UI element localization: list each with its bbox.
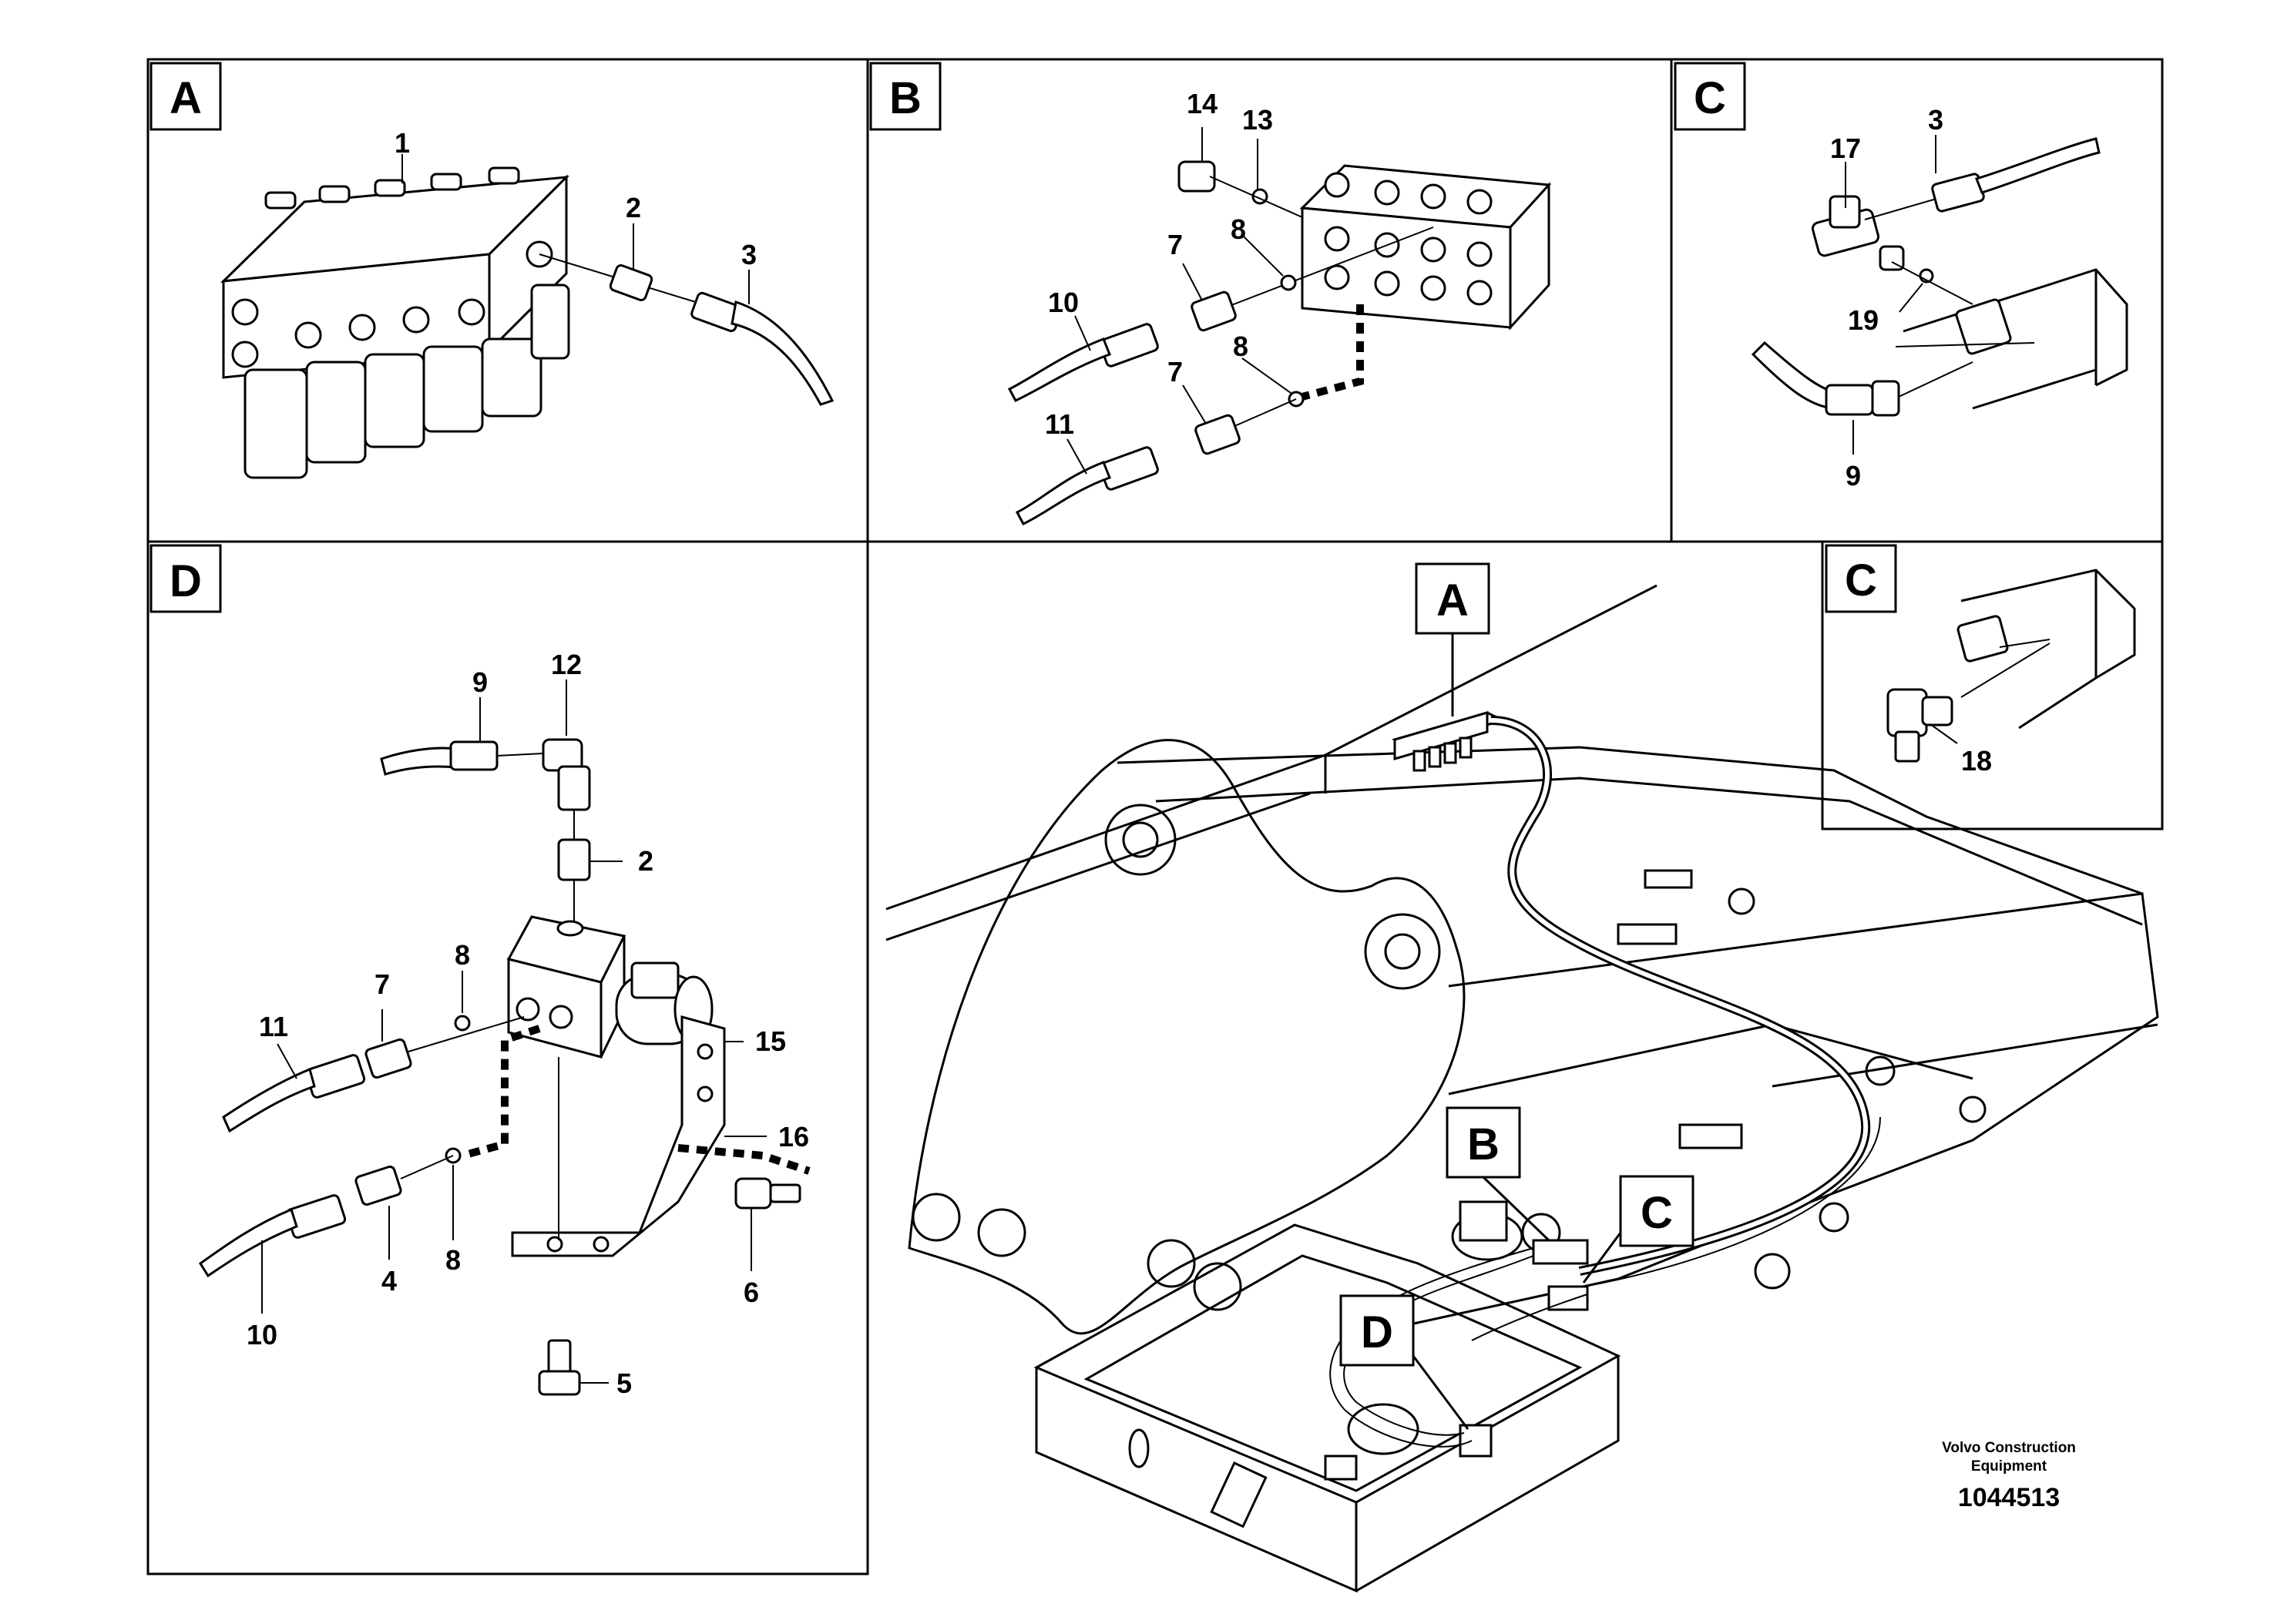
callout-a-3: 3 xyxy=(741,239,757,270)
callout-d-6: 6 xyxy=(744,1277,759,1308)
callout-b-11: 11 xyxy=(1045,408,1074,440)
callout-b-13: 13 xyxy=(1242,104,1273,136)
callout-d-8a: 8 xyxy=(455,939,470,971)
svg-text:B: B xyxy=(1467,1119,1500,1169)
overview-frame xyxy=(885,584,2159,1593)
callout-d-15: 15 xyxy=(755,1025,786,1057)
callout-a-2: 2 xyxy=(626,192,641,223)
callout-d-11: 11 xyxy=(259,1011,288,1042)
panel-c-top: C 17 3 19 9 xyxy=(1674,62,2128,492)
panel-d-letter: D xyxy=(170,556,202,606)
callout-c-19: 19 xyxy=(1848,304,1879,336)
overview-label-d: D xyxy=(1339,1294,1469,1430)
callout-d-16: 16 xyxy=(778,1121,809,1153)
callout-d-9: 9 xyxy=(472,666,488,698)
callout-b-14: 14 xyxy=(1187,88,1218,119)
panel-d: D 9 12 2 15 8 7 xyxy=(149,544,811,1399)
callout-b-7a: 7 xyxy=(1167,229,1183,260)
panel-b-letter: B xyxy=(889,73,922,123)
callout-c-3: 3 xyxy=(1928,104,1943,136)
panel-a-letter: A xyxy=(170,73,202,123)
overview-label-c: C xyxy=(1582,1175,1694,1283)
panel-c-top-letter: C xyxy=(1694,73,1726,123)
panel-c-inset: C 18 xyxy=(1825,544,2136,777)
callout-d-2: 2 xyxy=(638,845,653,877)
callout-d-10: 10 xyxy=(247,1319,277,1351)
callout-b-8b: 8 xyxy=(1233,331,1248,362)
callout-d-7: 7 xyxy=(374,968,390,1000)
callout-d-4: 4 xyxy=(381,1265,397,1297)
callout-a-1: 1 xyxy=(395,127,410,159)
callout-d-5: 5 xyxy=(616,1367,632,1399)
callout-b-7b: 7 xyxy=(1167,356,1183,388)
overview-label-a: A xyxy=(1415,562,1490,716)
svg-text:A: A xyxy=(1436,575,1469,626)
overview-label-b: B xyxy=(1446,1106,1550,1242)
callout-d-12: 12 xyxy=(551,649,582,680)
callout-b-10: 10 xyxy=(1048,287,1079,318)
document-number: 1044513 xyxy=(1958,1483,2060,1512)
callout-c-9: 9 xyxy=(1846,460,1861,492)
callout-c-17: 17 xyxy=(1830,133,1861,164)
brand-line-1: Volvo Construction xyxy=(1942,1440,2076,1456)
svg-text:D: D xyxy=(1361,1307,1393,1357)
callout-c-18: 18 xyxy=(1961,745,1992,777)
brand-line-2: Equipment xyxy=(1971,1458,2047,1475)
panel-a: A 1 2 xyxy=(149,62,835,479)
panel-c-inset-letter: C xyxy=(1845,555,1877,606)
callout-d-8b: 8 xyxy=(445,1244,461,1276)
callout-b-8a: 8 xyxy=(1231,213,1246,245)
panel-b: B 14 13 7 8 10 8 xyxy=(869,62,1552,525)
svg-text:C: C xyxy=(1641,1188,1673,1238)
panel-frames xyxy=(146,58,2164,1575)
